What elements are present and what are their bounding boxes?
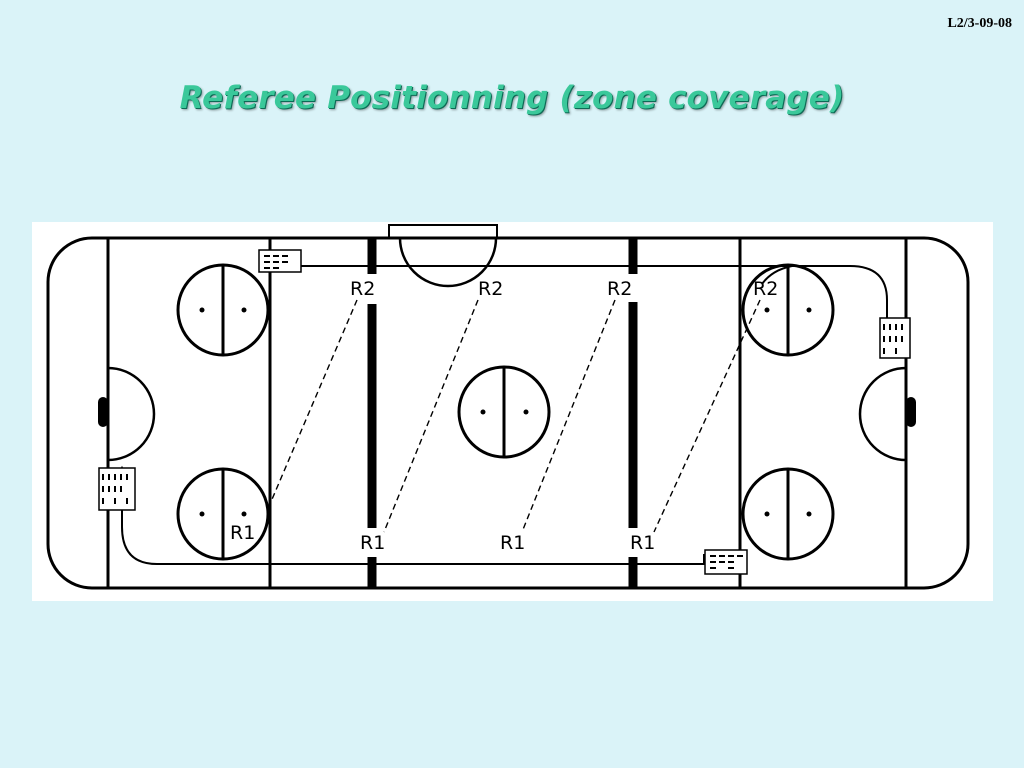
goal-crease-left — [107, 366, 156, 462]
faceoff-circle-left-bottom — [176, 467, 270, 561]
goal-crease-right — [858, 366, 907, 462]
bench-box-top-left — [258, 249, 302, 273]
slide-title: Referee Positionning (zone coverage) — [179, 80, 845, 116]
referee-path-r2 — [294, 265, 892, 331]
bench-box-right — [879, 317, 911, 359]
coverage-lines — [269, 299, 761, 533]
r1-label: R1 — [360, 532, 385, 554]
r2-label: R2 — [478, 278, 503, 300]
officials-box — [388, 224, 498, 238]
bench-box-bottom-right — [704, 549, 748, 575]
r2-label: R2 — [607, 278, 632, 300]
rink-diagram: R2 R2 R2 R2 R1 R1 R1 R1 — [32, 222, 993, 601]
referee-path-r1 — [117, 465, 705, 565]
r1-label: R1 — [500, 532, 525, 554]
faceoff-circle-right-bottom — [741, 467, 835, 561]
r2-label: R2 — [753, 278, 778, 300]
r1-label: R1 — [630, 532, 655, 554]
center-faceoff-circle — [457, 365, 551, 459]
bench-box-left — [98, 467, 136, 511]
goal-left — [98, 397, 108, 427]
slide-code: L2/3-09-08 — [947, 16, 1012, 31]
r2-label: R2 — [350, 278, 375, 300]
goal-right — [906, 397, 916, 427]
referee-crease — [398, 237, 498, 288]
rink-boards — [46, 236, 970, 590]
r1-label: R1 — [230, 522, 255, 544]
faceoff-circle-left-top — [176, 263, 270, 357]
